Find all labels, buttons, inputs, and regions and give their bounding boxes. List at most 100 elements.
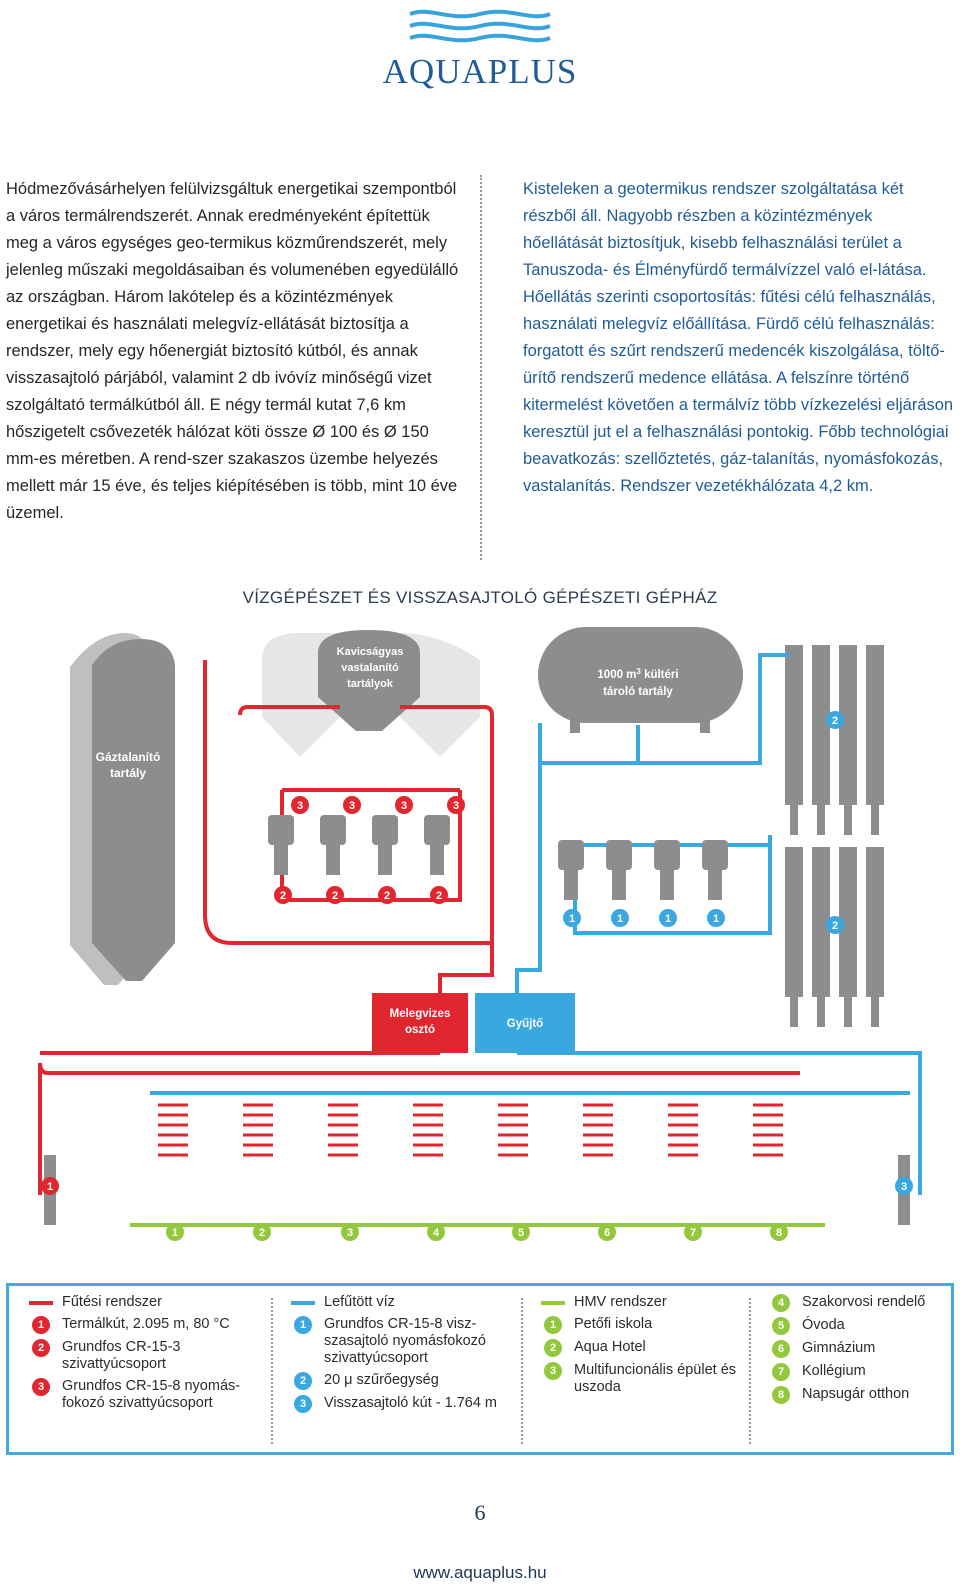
legend-column-return: Lefűtött víz 1 Grundfos CR-15-8 visz-szasa… (271, 1294, 521, 1418)
filter-units-bottom (785, 847, 884, 1027)
legend-label: Visszasajtoló kút - 1.764 m (324, 1395, 498, 1411)
legend-number-badge: 3 (294, 1395, 312, 1413)
legend-number-badge: 1 (294, 1316, 312, 1334)
gravel-iron-removal-tank (318, 630, 420, 731)
legend-label: Multifuncionális épület és uszoda (574, 1362, 737, 1395)
svg-text:2: 2 (832, 920, 838, 932)
svg-text:2: 2 (384, 890, 390, 902)
svg-text:7: 7 (690, 1227, 696, 1239)
outdoor-tank-label-1: 1000 m3 kültéri (597, 667, 678, 681)
legend-line-swatch (541, 1301, 565, 1305)
svg-text:3: 3 (347, 1227, 353, 1239)
gravel-tank-label-1: Kavicságyas (337, 646, 404, 658)
svg-text:2: 2 (436, 890, 442, 902)
svg-text:3: 3 (453, 800, 459, 812)
degassing-tank (70, 633, 175, 985)
legend-label: Petőfi iskola (574, 1316, 653, 1332)
legend-item: 1 Grundfos CR-15-8 visz-szasajtoló nyomás… (271, 1316, 521, 1367)
svg-text:2: 2 (259, 1227, 265, 1239)
legend-line-swatch (291, 1301, 315, 1305)
svg-text:3: 3 (401, 800, 407, 812)
legend-item: 2 Grundfos CR-15-3 szivattyúcsoport (9, 1339, 271, 1373)
legend-item: 3 Multifuncionális épület és uszoda (521, 1362, 749, 1396)
outdoor-storage-tank (538, 627, 743, 723)
legend-label: Fűtési rendszer (62, 1294, 162, 1310)
legend-column-heating: Fűtési rendszer 1 Termálkút, 2.095 m, 80 °… (9, 1294, 271, 1417)
legend-label: Termálkút, 2.095 m, 80 °C (62, 1316, 230, 1332)
booster-pumps (268, 815, 450, 875)
legend-item: 1 Petőfi iskola (521, 1316, 749, 1334)
legend-label: Óvoda (802, 1317, 845, 1333)
degassing-tank-label-2: tartály (110, 766, 146, 780)
svg-text:1: 1 (47, 1181, 53, 1193)
svg-text:3: 3 (349, 800, 355, 812)
distributor-label-2: osztó (405, 1024, 435, 1036)
legend-label: Grundfos CR-15-8 visz-szasajtoló nyomásf… (324, 1316, 486, 1366)
legend-label: Napsugár otthon (802, 1386, 910, 1402)
collector (475, 993, 575, 1053)
legend-label: Aqua Hotel (574, 1339, 646, 1355)
svg-text:3: 3 (297, 800, 303, 812)
svg-text:3: 3 (901, 1181, 907, 1193)
legend-separator (271, 1298, 273, 1444)
legend-label: Grundfos CR-15-3 szivattyúcsoport (62, 1339, 181, 1372)
legend-number-badge: 6 (772, 1340, 790, 1358)
legend-label: Kollégium (802, 1363, 866, 1379)
legend-separator (521, 1298, 523, 1444)
svg-text:4: 4 (433, 1227, 440, 1239)
logo-waves-icon (409, 9, 551, 43)
footer-url: www.aquaplus.hu (413, 1563, 547, 1582)
svg-text:8: 8 (776, 1227, 782, 1239)
outdoor-tank-label-2: tároló tartály (603, 686, 673, 698)
legend-line-swatch (29, 1301, 53, 1305)
legend-label: Szakorvosi rendelő (802, 1294, 926, 1310)
heating-pipes (38, 660, 800, 1195)
filter-units-top (785, 645, 884, 835)
svg-text:5: 5 (518, 1227, 524, 1239)
gravel-tank-label-3: tartályok (347, 678, 394, 690)
svg-text:2: 2 (332, 890, 338, 902)
svg-text:1: 1 (617, 913, 623, 925)
legend-item: Lefűtött víz (271, 1294, 521, 1311)
legend-column-hmv: HMV rendszer 1 Petőfi iskola 2 Aqua Hotel 3 Mu… (521, 1294, 749, 1401)
svg-text:1: 1 (172, 1227, 178, 1239)
legend-label: Lefűtött víz (324, 1294, 395, 1310)
hot-water-distributor (372, 993, 468, 1053)
degassing-tank-label-1: Gáztalanító (96, 750, 161, 764)
legend-number-badge: 3 (544, 1362, 562, 1380)
right-column-text: Kisteleken a geotermikus rendszer szolgá… (523, 180, 954, 495)
collector-label: Gyűjtő (507, 1018, 543, 1030)
legend-number-badge: 4 (772, 1294, 790, 1312)
svg-text:2: 2 (832, 715, 838, 727)
consumer-heat-exchangers (158, 1103, 783, 1157)
legend-item: Fűtési rendszer (9, 1294, 271, 1311)
legend-number-badge: 2 (544, 1339, 562, 1357)
legend-box: Fűtési rendszer 1 Termálkút, 2.095 m, 80 °… (6, 1283, 954, 1455)
legend-separator (749, 1298, 751, 1444)
legend-item: 8 Napsugár otthon (749, 1386, 951, 1404)
gravel-tank-label-2: vastalanító (341, 662, 399, 674)
svg-text:1: 1 (569, 913, 575, 925)
legend-number-badge: 2 (32, 1339, 50, 1357)
legend-item: 3 Visszasajtoló kút - 1.764 m (271, 1395, 521, 1413)
svg-text:2: 2 (280, 890, 286, 902)
legend-number-badge: 1 (32, 1316, 50, 1334)
aquaplus-logo: AQUAPLUS (380, 4, 580, 94)
legend-item: HMV rendszer (521, 1294, 749, 1311)
legend-number-badge: 1 (544, 1316, 562, 1334)
piping-diagram: Gáztalanító tartály Kavicságyas vastalan… (38, 627, 922, 1241)
svg-text:1: 1 (665, 913, 671, 925)
legend-label: 20 μ szűrőegység (324, 1372, 439, 1388)
legend-item: 4 Szakorvosi rendelő (749, 1294, 951, 1312)
legend-item: 2 Aqua Hotel (521, 1339, 749, 1357)
diagram-title: VÍZGÉPÉSZET ÉS VISSZASAJTOLÓ GÉPÉSZETI G… (242, 588, 718, 607)
legend-label: Grundfos CR-15-8 nyomás-fokozó szivattyú… (62, 1378, 241, 1411)
legend-number-badge: 8 (772, 1386, 790, 1404)
svg-text:1: 1 (713, 913, 719, 925)
legend-item: 1 Termálkút, 2.095 m, 80 °C (9, 1316, 271, 1334)
